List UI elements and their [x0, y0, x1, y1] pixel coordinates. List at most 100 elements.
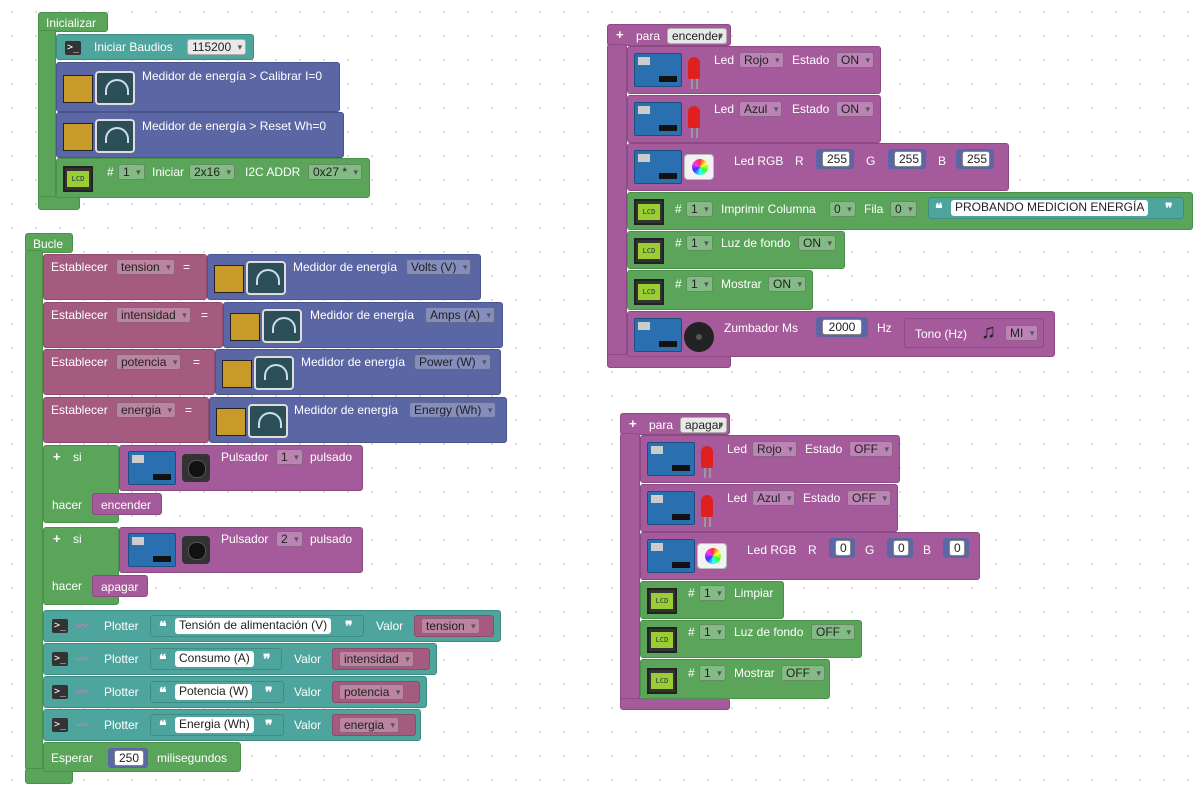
lcd-num-dropdown[interactable]: 1: [686, 201, 713, 217]
button-block-1[interactable]: Pulsador 1 pulsado: [119, 445, 363, 491]
calibrate-block[interactable]: Medidor de energía > Calibrar I=0: [56, 62, 340, 112]
led-color-dropdown[interactable]: Rojo: [752, 441, 797, 457]
lcd-clear-block[interactable]: LCD # 1 Limpiar: [640, 581, 784, 619]
show-dropdown[interactable]: OFF: [781, 665, 825, 681]
var-block[interactable]: tension: [414, 615, 494, 637]
unit-dropdown[interactable]: Amps (A): [425, 307, 496, 323]
text-field[interactable]: Potencia (W): [175, 684, 253, 700]
row-dropdown[interactable]: 0: [890, 201, 917, 217]
number-block[interactable]: 250: [108, 748, 148, 768]
plus-icon[interactable]: +: [629, 416, 637, 431]
text-field[interactable]: PROBANDO MEDICION ENERGÍA: [951, 200, 1149, 216]
backlight-dropdown[interactable]: ON: [798, 235, 836, 251]
lcd-backlight-off-block[interactable]: LCD # 1 Luz de fondo OFF: [640, 620, 862, 658]
meter-amps-block[interactable]: Medidor de energía Amps (A): [223, 302, 503, 348]
led-color-dropdown[interactable]: Rojo: [739, 52, 784, 68]
button-num-dropdown[interactable]: 2: [276, 531, 303, 547]
r-field[interactable]: 255: [822, 151, 850, 167]
var-dropdown[interactable]: tension: [421, 618, 480, 634]
ms-field[interactable]: 250: [114, 750, 144, 766]
var-dropdown[interactable]: intensidad: [339, 651, 414, 667]
wait-block[interactable]: Esperar 250 milisegundos: [43, 742, 241, 772]
text-block[interactable]: ❝ Potencia (W) ❞: [150, 681, 284, 703]
number-block[interactable]: 2000: [816, 317, 868, 337]
if-block-2[interactable]: + si hacer: [43, 527, 119, 605]
var-block[interactable]: potencia: [332, 681, 420, 703]
number-block[interactable]: 255: [956, 149, 994, 169]
led-blue-off-block[interactable]: Led Azul Estado OFF: [640, 484, 898, 532]
led-state-dropdown[interactable]: OFF: [849, 441, 893, 457]
button-num-dropdown[interactable]: 1: [276, 449, 303, 465]
number-block[interactable]: 0: [829, 538, 855, 558]
set-potencia-block[interactable]: Establecer potencia =: [43, 349, 215, 395]
serial-begin-block[interactable]: >_ Iniciar Baudios 115200: [56, 34, 254, 60]
plus-icon[interactable]: +: [53, 531, 61, 546]
g-field[interactable]: 0: [893, 540, 909, 556]
backlight-dropdown[interactable]: OFF: [811, 624, 855, 640]
function-apagar-header[interactable]: + para apagar: [620, 413, 730, 435]
button-block-2[interactable]: Pulsador 2 pulsado: [119, 527, 363, 573]
unit-dropdown[interactable]: Volts (V): [406, 259, 472, 275]
var-block[interactable]: energia: [332, 714, 416, 736]
led-blue-on-block[interactable]: Led Azul Estado ON: [627, 95, 881, 143]
r-field[interactable]: 0: [835, 540, 851, 556]
text-block[interactable]: ❝ Tensión de alimentación (V) ❞: [150, 615, 364, 637]
led-color-dropdown[interactable]: Azul: [752, 490, 796, 506]
unit-dropdown[interactable]: Energy (Wh): [409, 402, 497, 418]
i2c-addr-dropdown[interactable]: 0x27 *: [308, 164, 363, 180]
plus-icon[interactable]: +: [53, 449, 61, 464]
text-block[interactable]: ❝ PROBANDO MEDICION ENERGÍA ❞: [928, 197, 1184, 219]
text-block[interactable]: ❝ Consumo (A) ❞: [150, 648, 282, 670]
buzzer-block[interactable]: Zumbador Ms 2000 Hz Tono (Hz) ♫ MI: [627, 311, 1055, 357]
led-red-on-block[interactable]: Led Rojo Estado ON: [627, 46, 881, 94]
call-encender-block[interactable]: encender: [92, 493, 162, 515]
set-tension-block[interactable]: Establecer tension =: [43, 254, 207, 300]
led-state-dropdown[interactable]: ON: [836, 52, 874, 68]
rgb-on-block[interactable]: Led RGB R 255 G 255 B 255: [627, 143, 1009, 191]
number-block[interactable]: 0: [943, 538, 969, 558]
led-red-off-block[interactable]: Led Rojo Estado OFF: [640, 435, 900, 483]
meter-energy-block[interactable]: Medidor de energía Energy (Wh): [209, 397, 507, 443]
var-dropdown[interactable]: tension: [116, 259, 175, 275]
var-dropdown[interactable]: intensidad: [116, 307, 191, 323]
b-field[interactable]: 0: [949, 540, 965, 556]
var-block[interactable]: intensidad: [332, 648, 430, 670]
plus-icon[interactable]: +: [616, 27, 624, 42]
function-encender-header[interactable]: + para encender: [607, 24, 731, 46]
lcd-num-dropdown[interactable]: 1: [699, 665, 726, 681]
number-block[interactable]: 0: [887, 538, 913, 558]
text-field[interactable]: Energia (Wh): [175, 717, 254, 733]
reset-block[interactable]: Medidor de energía > Reset Wh=0: [56, 112, 344, 158]
var-dropdown[interactable]: energia: [339, 717, 400, 733]
lcd-num-dropdown[interactable]: 1: [686, 276, 713, 292]
b-field[interactable]: 255: [962, 151, 990, 167]
show-dropdown[interactable]: ON: [768, 276, 806, 292]
function-name-field[interactable]: encender: [667, 28, 728, 44]
text-block[interactable]: ❝ Energia (Wh) ❞: [150, 714, 284, 736]
tone-block[interactable]: Tono (Hz) ♫ MI: [904, 318, 1044, 348]
var-dropdown[interactable]: potencia: [339, 684, 405, 700]
led-color-dropdown[interactable]: Azul: [739, 101, 783, 117]
meter-power-block[interactable]: Medidor de energía Power (W): [215, 349, 501, 395]
led-state-dropdown[interactable]: OFF: [847, 490, 891, 506]
led-state-dropdown[interactable]: ON: [836, 101, 874, 117]
init-block[interactable]: Inicializar: [38, 12, 108, 32]
lcd-init-block[interactable]: LCD # 1 Iniciar 2x16 I2C ADDR 0x27 *: [56, 158, 370, 198]
baud-dropdown[interactable]: 115200: [187, 39, 247, 55]
text-field[interactable]: Consumo (A): [175, 651, 254, 667]
call-apagar-block[interactable]: apagar: [92, 575, 148, 597]
lcd-size-dropdown[interactable]: 2x16: [189, 164, 236, 180]
unit-dropdown[interactable]: Power (W): [414, 354, 491, 370]
number-block[interactable]: 255: [816, 149, 854, 169]
set-energia-block[interactable]: Establecer energia =: [43, 397, 209, 443]
lcd-num-dropdown[interactable]: 1: [699, 624, 726, 640]
function-name-field[interactable]: apagar: [680, 417, 728, 433]
lcd-show-off-block[interactable]: LCD # 1 Mostrar OFF: [640, 659, 830, 699]
g-field[interactable]: 255: [894, 151, 922, 167]
lcd-num-dropdown[interactable]: 1: [118, 164, 145, 180]
plotter-block-3[interactable]: >_ 〰 Plotter ❝ Potencia (W) ❞ Valor pote…: [43, 676, 427, 708]
lcd-num-dropdown[interactable]: 1: [686, 235, 713, 251]
set-intensidad-block[interactable]: Establecer intensidad =: [43, 302, 223, 348]
text-field[interactable]: Tensión de alimentación (V): [175, 618, 332, 634]
loop-block[interactable]: Bucle: [25, 233, 73, 253]
